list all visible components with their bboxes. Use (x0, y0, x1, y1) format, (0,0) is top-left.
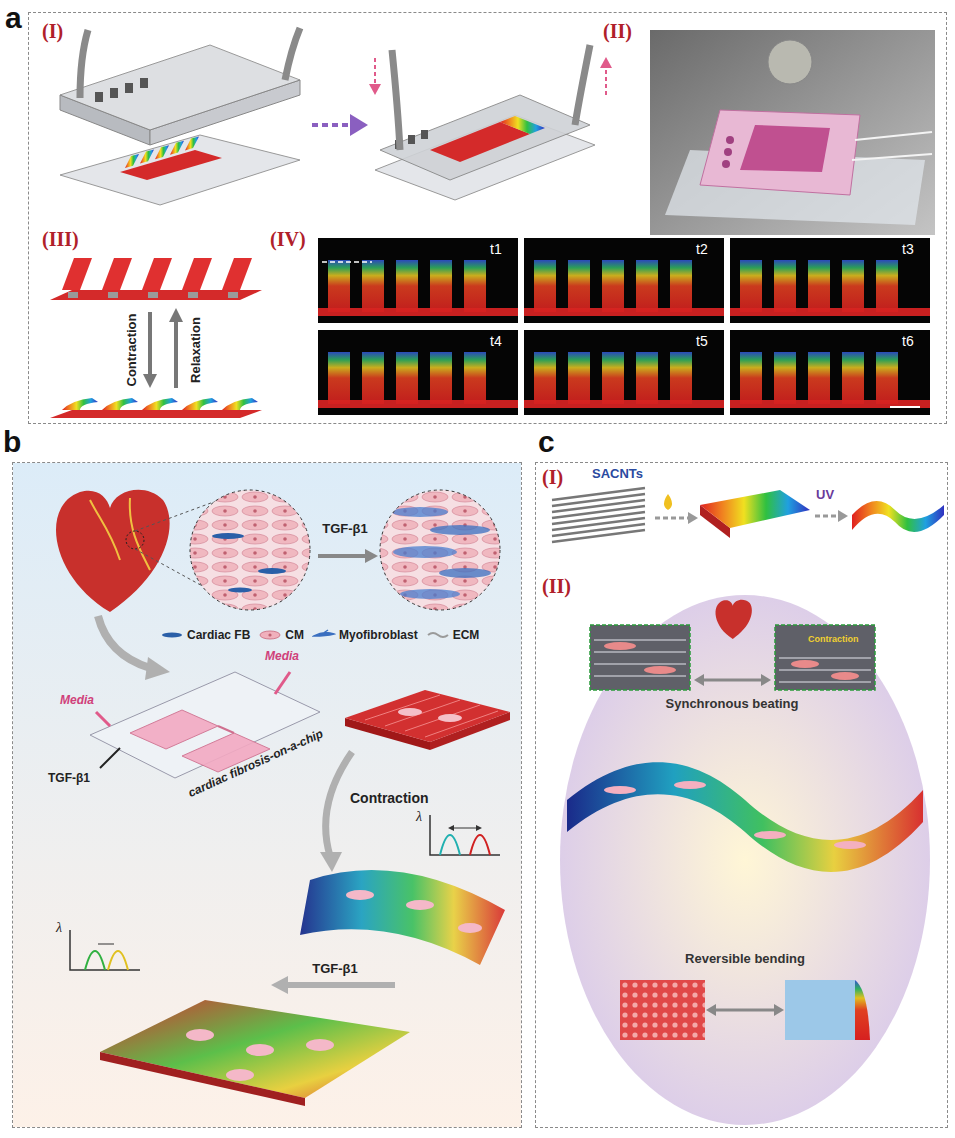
device-photo (650, 30, 935, 235)
fibrosis-chip (90, 672, 320, 778)
legend-sample (426, 628, 450, 642)
spectra-insets (70, 815, 500, 970)
arrow-label: Contraction (350, 790, 429, 806)
time-label: t1 (490, 241, 502, 257)
chip-exploded (60, 28, 300, 205)
tissue-sheets (100, 690, 510, 1106)
legend-text: Cardiac FB (187, 628, 250, 642)
sacnt-process (552, 488, 944, 542)
subpanel-label: (I) (542, 466, 563, 489)
time-label: t5 (696, 333, 708, 349)
legend: Cardiac FB CM Myofibroblast ECM (160, 628, 479, 642)
panel-frame: a (28, 12, 947, 424)
legend-item: ECM (426, 628, 480, 642)
panel-letter: a (5, 3, 22, 33)
time-label: t2 (696, 241, 708, 257)
legend-sample (160, 628, 184, 642)
arrow-label: UV (816, 488, 834, 503)
subpanel-label: (III) (42, 228, 79, 251)
arrow-label: TGF-β1 (322, 522, 368, 537)
panel-letter: c (538, 427, 555, 457)
time-label: t3 (902, 241, 914, 257)
state-label: Synchronous beating (666, 697, 799, 712)
legend-text: ECM (453, 628, 480, 642)
panel-frame: b (12, 462, 522, 1128)
legend-sample (312, 628, 336, 642)
inlet-label: Media (60, 694, 94, 708)
time-label: t6 (902, 333, 914, 349)
legend-item: Myofibroblast (312, 628, 418, 642)
inlet-label: TGF-β1 (48, 772, 90, 786)
time-lapse-tiles (318, 238, 930, 415)
chip-assembled (369, 45, 612, 200)
legend-text: Myofibroblast (339, 628, 418, 642)
axis-label: λ (416, 809, 422, 825)
subpanel-label: (II) (542, 575, 571, 598)
inlet-label: Media (265, 650, 299, 664)
subpanel-label: (I) (42, 20, 63, 43)
material-label: SACNTs (592, 467, 643, 482)
axis-label: λ (56, 920, 62, 936)
legend-text: CM (285, 628, 304, 642)
callout-text: Contraction (808, 634, 859, 644)
panel-frame: c (535, 462, 948, 1128)
biohybrid-scheme (560, 595, 930, 1125)
time-label: t4 (490, 333, 502, 349)
legend-item: Cardiac FB (160, 628, 250, 642)
assembly-arrow (312, 114, 368, 136)
subpanel-label: (IV) (270, 228, 306, 251)
cantilever-scheme (50, 258, 262, 418)
heart-zoom (56, 490, 500, 612)
legend-item: CM (258, 628, 304, 642)
arrow-label: Relaxation (189, 317, 204, 383)
legend-sample (258, 628, 282, 642)
panel-ground (13, 463, 521, 1127)
state-label: Reversible bending (685, 952, 805, 967)
arrow-label: Contraction (125, 314, 140, 387)
subpanel-label: (II) (603, 20, 632, 43)
arrow-label: TGF-β1 (312, 962, 358, 977)
panel-letter: b (3, 427, 21, 457)
